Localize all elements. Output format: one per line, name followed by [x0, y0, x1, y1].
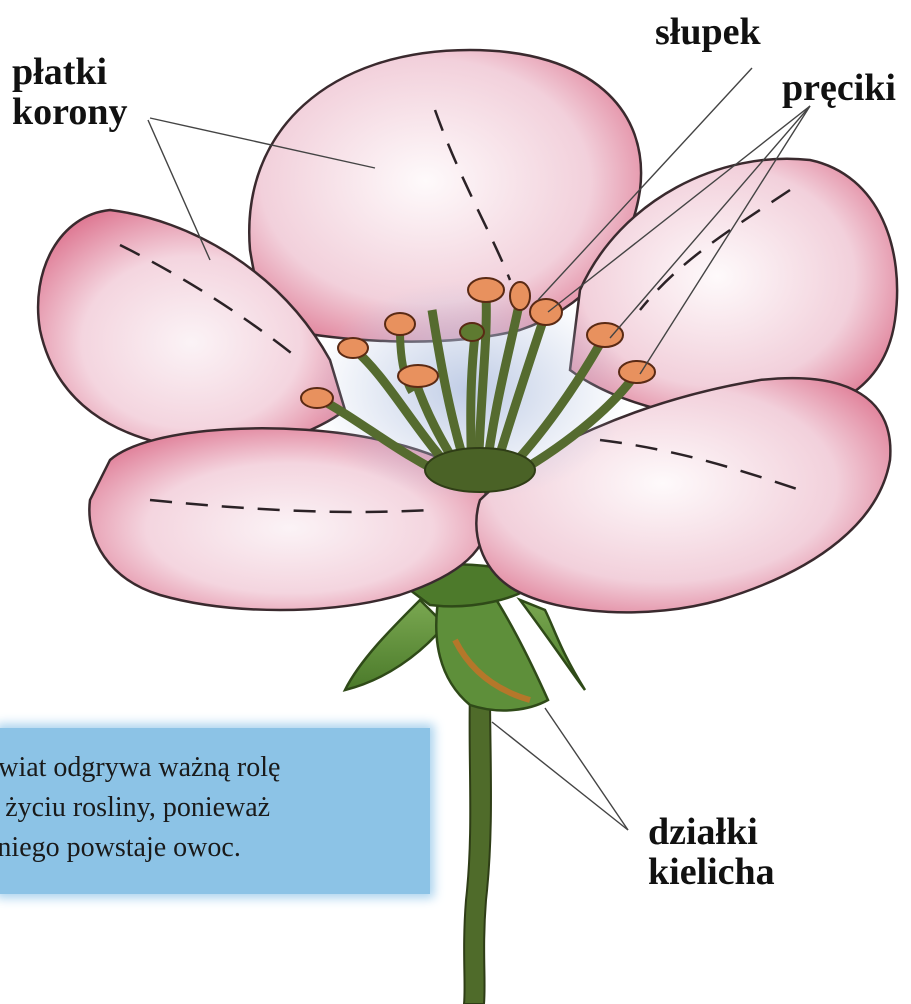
label-petals-line-2: korony	[12, 92, 127, 132]
leader-sepal-2	[545, 708, 628, 830]
label-sepals-line-1: działki	[648, 812, 775, 852]
label-stamens: pręciki	[782, 68, 896, 108]
receptacle	[425, 448, 535, 492]
label-pistil: słupek	[655, 12, 761, 52]
label-petals: płatki korony	[12, 52, 127, 132]
leader-sepal-1	[492, 722, 628, 830]
label-sepals: działki kielicha	[648, 812, 775, 892]
info-line-3: z niego powstaje owoc.	[0, 828, 430, 868]
info-text: Kwiat odgrywa ważną rolę w życiu rosliny…	[0, 748, 430, 868]
label-petals-line-1: płatki	[12, 52, 127, 92]
info-line-1: Kwiat odgrywa ważną rolę	[0, 748, 430, 788]
info-line-2: w życiu rosliny, ponieważ	[0, 788, 430, 828]
label-sepals-line-2: kielicha	[648, 852, 775, 892]
info-box: Kwiat odgrywa ważną rolę w życiu rosliny…	[0, 728, 430, 894]
stem	[464, 690, 491, 1004]
